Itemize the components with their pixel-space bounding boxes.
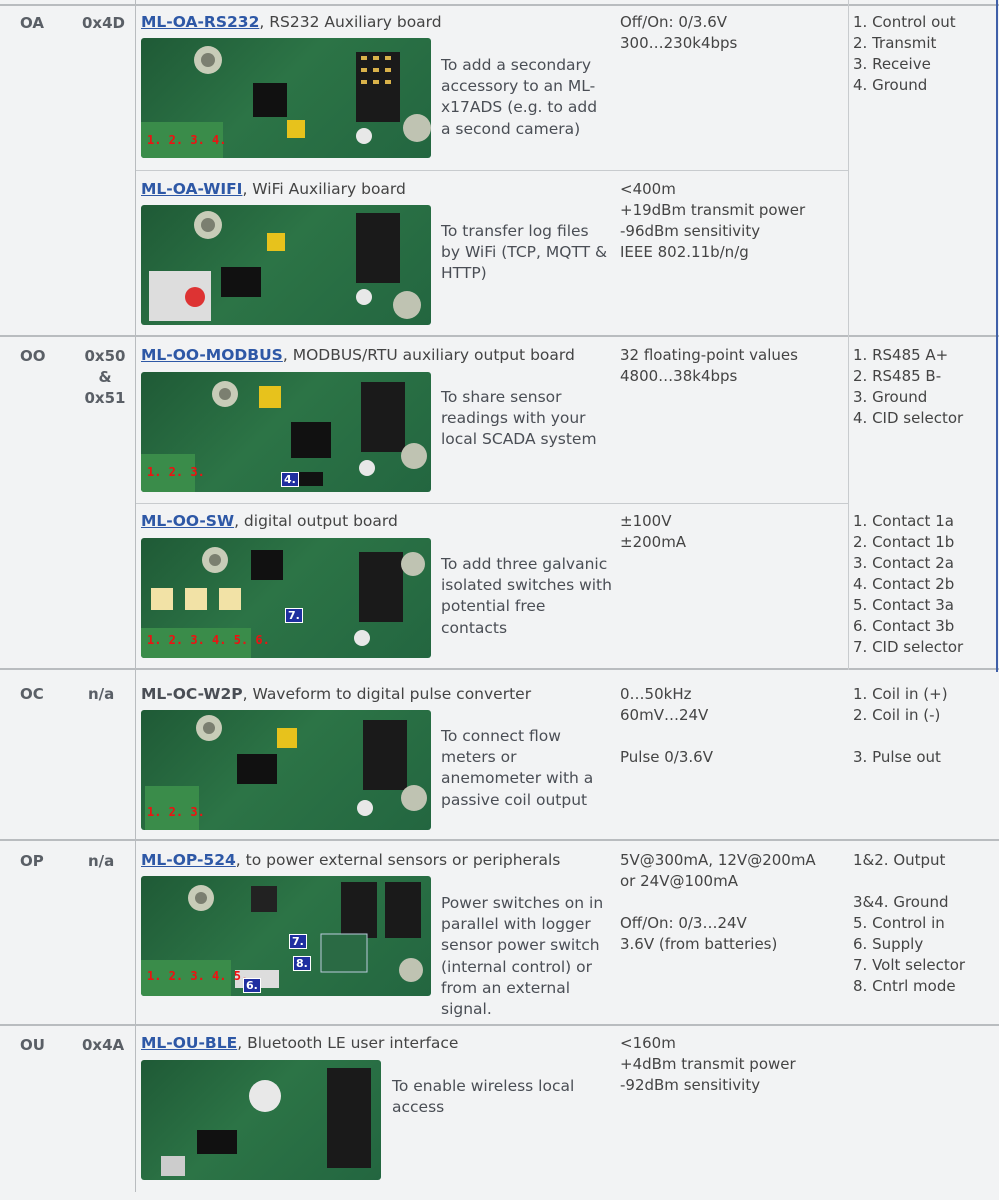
cid-code: n/a xyxy=(88,685,115,703)
board-link[interactable]: ML-OA-WIFI xyxy=(141,180,243,198)
board-photo xyxy=(141,1060,381,1180)
pin-badge: 8. xyxy=(293,956,311,971)
pin-badge: 1. 2. 3. 4. xyxy=(147,133,227,147)
spec-text: <400m +19dBm transmit power -96dBm sensi… xyxy=(620,180,806,261)
group-code: OA xyxy=(20,14,44,32)
pin-list: 1. Coil in (+) 2. Coil in (-) 3. Pulse o… xyxy=(853,685,948,766)
description: To add three galvanic isolated switches … xyxy=(441,555,612,637)
description: To share sensor readings with your local… xyxy=(441,388,597,449)
description: To transfer log files by WiFi (TCP, MQTT… xyxy=(441,222,608,283)
pin-badge: 7. xyxy=(285,608,303,623)
pcb-illustration xyxy=(149,211,421,321)
description: Power switches on in parallel with logge… xyxy=(441,894,604,1019)
pin-badge: 4. xyxy=(281,472,299,487)
board-title: ML-OO-SW, digital output board xyxy=(141,512,398,530)
cid-code: 0x4D xyxy=(82,14,126,32)
pcb-illustration xyxy=(141,381,427,492)
spec-text: ±100V ±200mA xyxy=(620,512,687,551)
spec-text: Off/On: 0/3.6V 300…230k4bps xyxy=(620,13,738,52)
pin-badge: 1. 2. 3. 4. 5. xyxy=(147,969,249,983)
pin-badge: 7. xyxy=(289,934,307,949)
pcb-illustration xyxy=(141,46,431,158)
board-photo: 1. 2. 3. 4. xyxy=(141,38,431,158)
group-code: OU xyxy=(20,1036,45,1054)
description: To connect flow meters or anemometer wit… xyxy=(441,727,594,809)
spec-text: 0…50kHz 60mV…24V Pulse 0/3.6V xyxy=(620,685,713,766)
board-link[interactable]: ML-OO-SW xyxy=(141,512,235,530)
group-code: OO xyxy=(20,347,46,365)
board-title: ML-OA-RS232, RS232 Auxiliary board xyxy=(141,13,442,31)
board-link[interactable]: ML-OU-BLE xyxy=(141,1034,238,1052)
cid-code: 0x50 & 0x51 xyxy=(84,347,126,407)
pcb-illustration xyxy=(141,547,425,658)
pcb-illustration xyxy=(145,715,427,830)
board-photo: 1. 2. 3. xyxy=(141,710,431,830)
pin-list: 1. Contact 1a 2. Contact 1b 3. Contact 2… xyxy=(853,512,964,656)
board-photo: 1. 2. 3. 4. 5. 6. 7. 8. xyxy=(141,876,431,996)
board-link[interactable]: ML-OO-MODBUS xyxy=(141,346,283,364)
pin-list: 1&2. Output 3&4. Ground 5. Control in 6.… xyxy=(853,851,966,995)
pin-badge: 1. 2. 3. xyxy=(147,805,205,819)
cid-code: 0x4A xyxy=(82,1036,125,1054)
pin-badge: 1. 2. 3. xyxy=(147,465,205,479)
spec-text: <160m +4dBm transmit power -92dBm sensit… xyxy=(620,1034,796,1094)
board-title: ML-OO-MODBUS, MODBUS/RTU auxiliary outpu… xyxy=(141,346,575,364)
pin-badge: 6. xyxy=(243,978,261,993)
board-photo xyxy=(141,205,431,325)
pin-badge: 1. 2. 3. 4. 5. 6. xyxy=(147,633,270,647)
group-code: OC xyxy=(20,685,44,703)
pin-list: 1. RS485 A+ 2. RS485 B- 3. Ground 4. CID… xyxy=(853,346,964,427)
spec-text: 5V@300mA, 12V@200mA or 24V@100mA Off/On:… xyxy=(620,851,816,953)
description: To add a secondary accessory to an ML-x1… xyxy=(441,56,598,138)
board-title: ML-OP-524, to power external sensors or … xyxy=(141,851,561,869)
board-title: ML-OU-BLE, Bluetooth LE user interface xyxy=(141,1034,459,1052)
spec-text: 32 floating-point values 4800…38k4bps xyxy=(620,346,798,385)
cid-code: n/a xyxy=(88,852,115,870)
description: To enable wireless local access xyxy=(392,1077,575,1117)
group-code: OP xyxy=(20,852,44,870)
board-name: ML-OC-W2P xyxy=(141,685,243,703)
board-title: ML-OA-WIFI, WiFi Auxiliary board xyxy=(141,180,406,198)
pcb-illustration xyxy=(161,1068,371,1176)
board-title: ML-OC-W2P, Waveform to digital pulse con… xyxy=(141,685,532,703)
board-photo: 1. 2. 3. 4. xyxy=(141,372,431,492)
board-link[interactable]: ML-OA-RS232 xyxy=(141,13,260,31)
board-link[interactable]: ML-OP-524 xyxy=(141,851,236,869)
pin-list: 1. Control out 2. Transmit 3. Receive 4.… xyxy=(853,13,956,94)
board-photo: 1. 2. 3. 4. 5. 6. 7. xyxy=(141,538,431,658)
